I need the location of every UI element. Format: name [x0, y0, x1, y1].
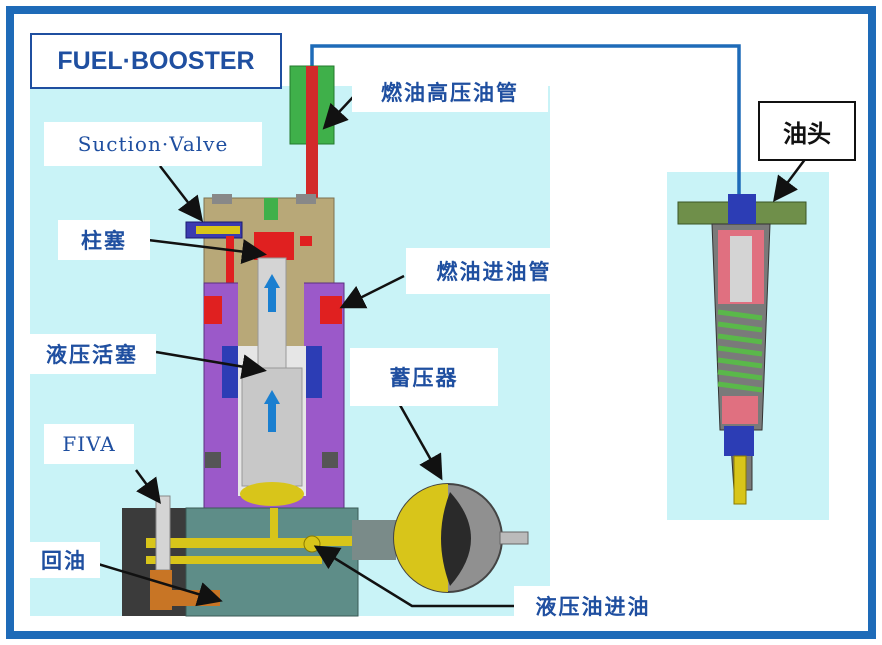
arrow-upper-head [264, 274, 280, 288]
inlet-ball [303, 535, 321, 553]
label-hydraulic-piston: 液压活塞 [28, 334, 156, 374]
leader-injector [773, 157, 807, 202]
leader-hydraulic-piston [155, 350, 267, 379]
leader-return-oil [97, 562, 223, 607]
leader-hp-pipe [322, 95, 355, 130]
label-hp-fuel-pipe: 燃油高压油管 [352, 72, 548, 112]
channel-to-accumulator [310, 536, 390, 546]
title-box: FUEL·BOOSTER [30, 33, 282, 89]
plunger-chamber-fuel [254, 232, 294, 260]
fuel-passage-left [226, 236, 234, 308]
label-plunger: 柱塞 [58, 220, 150, 260]
label-fuel-inlet-pipe: 燃油进油管 [406, 248, 582, 294]
hydraulic-channel-2 [146, 556, 322, 564]
label-suction-valve: Suction·Valve [44, 122, 262, 166]
injector-inner [730, 236, 752, 302]
label-injector: 油头 [783, 118, 831, 148]
arrow-lower-shaft [268, 402, 276, 432]
injector-label-box: 油头 [758, 101, 856, 161]
bolt-left [205, 452, 221, 468]
injector-top-blue [728, 194, 756, 224]
inlet-port-left [204, 296, 222, 324]
leader-plunger [147, 238, 267, 264]
accumulator-neck [352, 520, 396, 560]
fiva-valve-stem [155, 495, 171, 571]
accumulator-diaphragm [394, 484, 448, 592]
leader-suction-valve [159, 165, 204, 222]
label-hydraulic-oil-inlet: 液压油进油 [514, 586, 672, 626]
suction-valve-stem [196, 226, 240, 234]
upper-cap-right [296, 194, 316, 204]
leader-accumulator [394, 397, 443, 481]
label-return-oil: 回油 [28, 542, 100, 578]
leader-hydraulic-inlet [313, 545, 516, 608]
accumulator-plug [499, 531, 529, 545]
accumulator-gas [441, 492, 471, 586]
page-title: FUEL·BOOSTER [57, 46, 255, 75]
hp-pipe-bore [306, 66, 318, 206]
injector-tip [733, 455, 747, 505]
hydraulic-inlet-yellow [270, 508, 278, 538]
fuel-passage-right [300, 236, 312, 246]
label-fiva: FIVA [44, 424, 134, 464]
upper-cap-left [212, 194, 232, 204]
leader-fuel-inlet [339, 274, 405, 309]
injector-blue-lower [724, 426, 754, 456]
injector-spring [717, 309, 763, 393]
leader-lines [97, 95, 807, 608]
inlet-port [320, 296, 342, 324]
injector-red-lower [722, 396, 758, 424]
arrow-lower-head [264, 390, 280, 404]
leader-fiva [134, 469, 161, 505]
label-accumulator: 蓄压器 [350, 348, 498, 406]
bolt-right [322, 452, 338, 468]
green-valve-top [264, 198, 278, 220]
hydraulic-channel [146, 538, 322, 548]
arrow-upper-shaft [268, 286, 276, 312]
yellow-seal [240, 482, 304, 506]
